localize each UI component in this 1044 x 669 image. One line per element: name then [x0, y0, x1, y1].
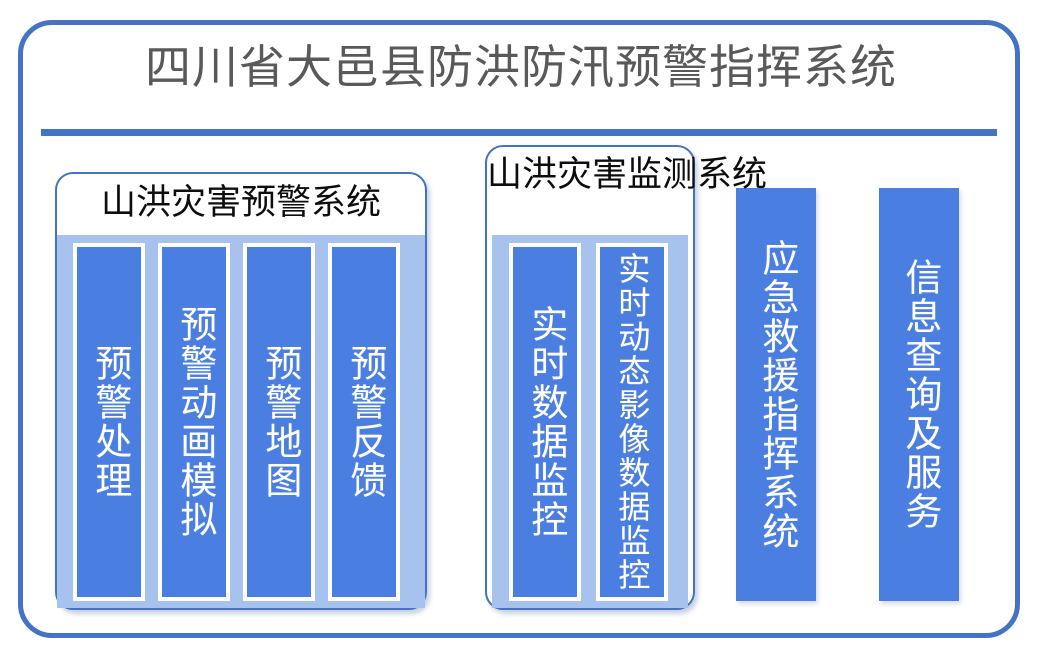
- column-label: 预警动画模拟: [173, 305, 215, 539]
- column-warning-feedback[interactable]: 预警反馈: [328, 243, 400, 601]
- column-label: 信息查询及服务: [898, 258, 940, 531]
- column-warning-map[interactable]: 预警地图: [243, 243, 315, 601]
- outer-frame: [18, 20, 1020, 638]
- title-divider: [41, 129, 997, 136]
- column-label: 应急救援指挥系统: [755, 238, 797, 551]
- column-warning-animation-simulation[interactable]: 预警动画模拟: [158, 243, 230, 601]
- column-realtime-data-monitoring[interactable]: 实时数据监控: [509, 243, 581, 601]
- column-information-query-and-service[interactable]: 信息查询及服务: [879, 188, 959, 601]
- column-emergency-rescue-command-system[interactable]: 应急救援指挥系统: [736, 188, 816, 601]
- page-title: 四川省大邑县防洪防汛预警指挥系统: [145, 41, 897, 93]
- column-realtime-dynamic-image-data-monitoring[interactable]: 实时动态影像数据监控: [596, 243, 668, 601]
- column-label: 实时动态影像数据监控: [614, 252, 651, 592]
- column-label: 预警反馈: [343, 344, 385, 500]
- column-label: 预警处理: [88, 344, 130, 500]
- column-label: 实时数据监控: [524, 305, 566, 539]
- column-label: 预警地图: [258, 344, 300, 500]
- column-warning-handling[interactable]: 预警处理: [73, 243, 145, 601]
